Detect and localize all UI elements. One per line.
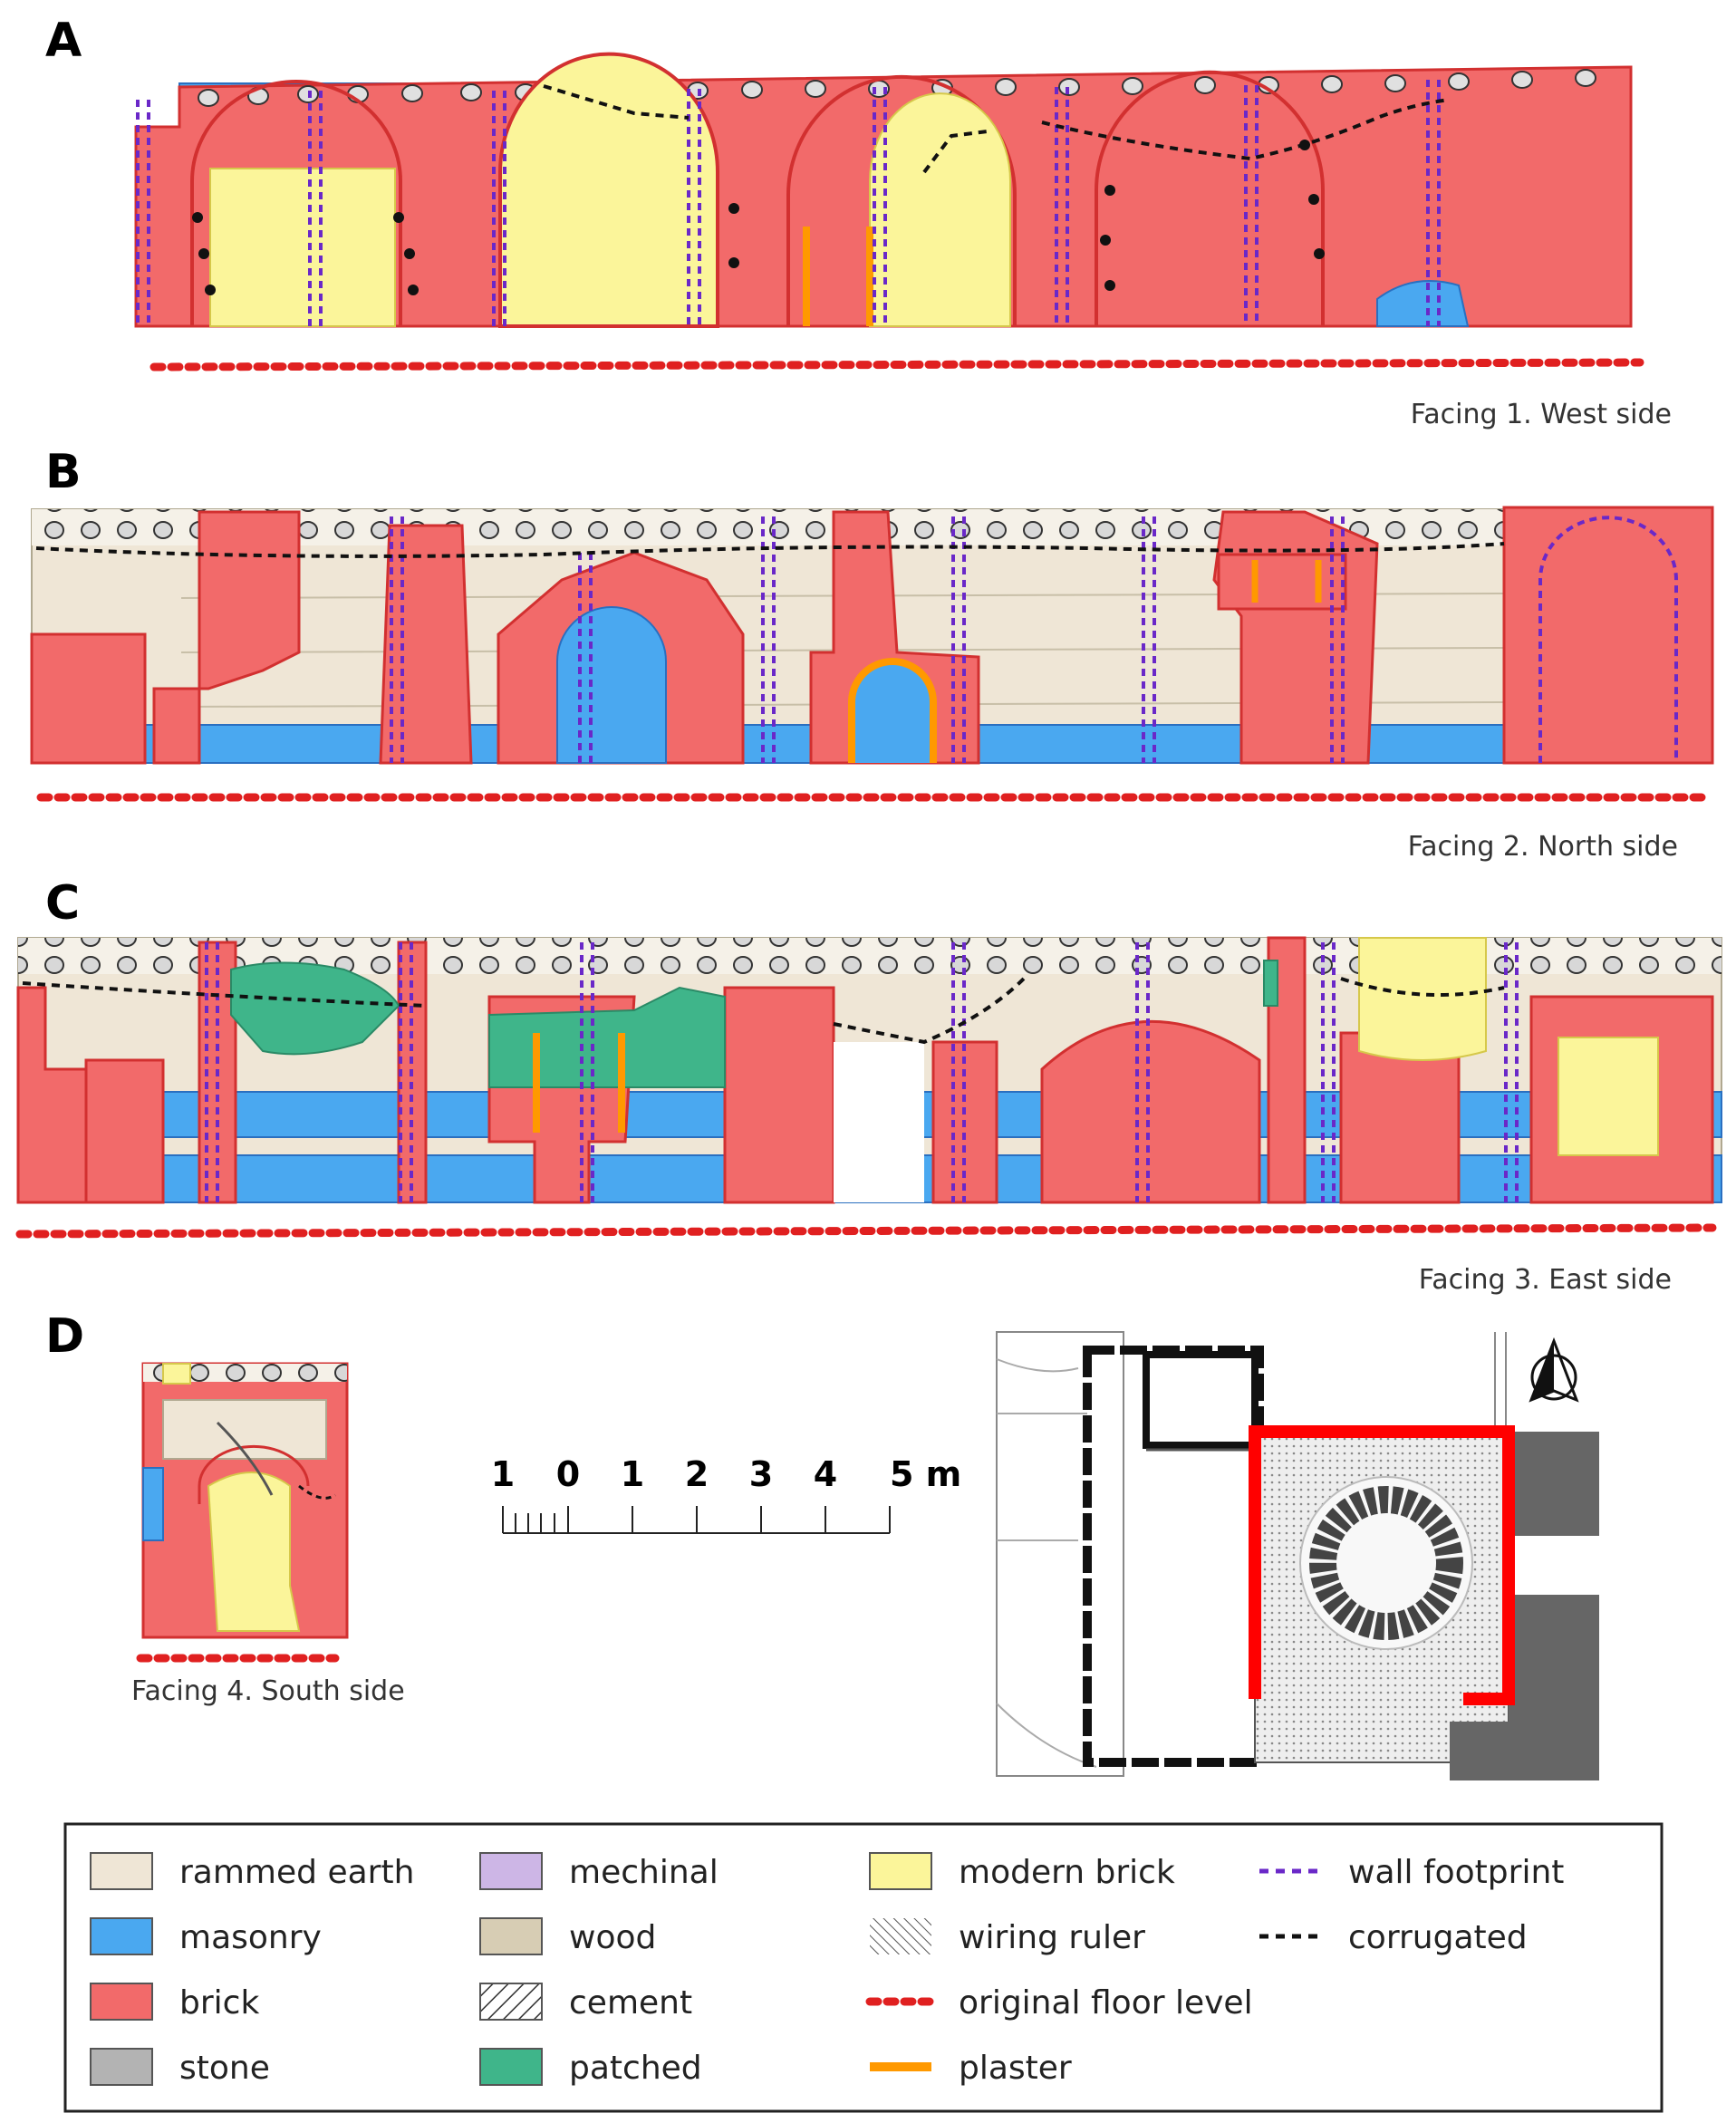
legend-item-cement: cement bbox=[479, 1983, 692, 2022]
legend-item-stone: stone bbox=[90, 2048, 270, 2087]
scale-label-4: 3 bbox=[749, 1454, 773, 1494]
legend-swatch bbox=[90, 2048, 153, 2086]
legend-item-original-floor-level: original floor level bbox=[865, 1984, 1253, 2022]
legend-swatch bbox=[90, 1852, 153, 1890]
scale-bar: 1 0 1 2 3 4 5 m bbox=[491, 1454, 961, 1534]
panel-d: D Facing 4. South side bbox=[45, 1309, 405, 1707]
legend-swatch bbox=[479, 2048, 543, 2086]
legend-label: cement bbox=[569, 1984, 692, 2022]
panel-d-letter: D bbox=[45, 1309, 84, 1364]
legend-item-plaster: plaster bbox=[870, 2050, 1072, 2087]
legend-item-wood: wood bbox=[479, 1917, 656, 1956]
scale-label-5: 4 bbox=[814, 1454, 837, 1494]
legend-item-masonry: masonry bbox=[90, 1917, 322, 1956]
legend-label: stone bbox=[179, 2050, 270, 2087]
legend-item-mechinal: mechinal bbox=[479, 1852, 719, 1891]
legend-swatch bbox=[869, 1852, 932, 1890]
legend-item-patched: patched bbox=[479, 2048, 702, 2087]
legend-item-brick: brick bbox=[90, 1983, 259, 2022]
legend-item-wall-footprint: wall footprint bbox=[1259, 1854, 1564, 1891]
scale-label-3: 2 bbox=[685, 1454, 709, 1494]
panel-a: A bbox=[45, 14, 1672, 430]
scale-label-6: 5 m bbox=[890, 1454, 961, 1494]
legend-swatch bbox=[90, 1983, 153, 2021]
legend-items: rammed earth masonry brick stone mechinal woo… bbox=[90, 1852, 1564, 2087]
legend-item-rammed-earth: rammed earth bbox=[90, 1852, 414, 1891]
legend-swatch bbox=[479, 1852, 543, 1890]
site-plan bbox=[996, 1331, 1599, 1780]
legend-label: plaster bbox=[959, 2050, 1072, 2087]
scale-label-2: 1 bbox=[621, 1454, 644, 1494]
panel-a-caption: Facing 1. West side bbox=[1411, 399, 1672, 430]
scale-label-0: 1 bbox=[491, 1454, 515, 1494]
legend-swatch bbox=[870, 1918, 931, 1954]
panel-c-elevation bbox=[15, 936, 1722, 1239]
legend-label: corrugated bbox=[1348, 1919, 1528, 1956]
legend-swatch bbox=[479, 1917, 543, 1955]
legend: rammed earth masonry brick stone mechinal woo… bbox=[63, 1822, 1664, 2113]
north-arrow-icon bbox=[1529, 1337, 1579, 1403]
panel-b: B bbox=[30, 445, 1714, 863]
legend-item-corrugated: corrugated bbox=[1259, 1919, 1528, 1956]
panel-d-elevation bbox=[136, 1362, 349, 1663]
panel-d-caption: Facing 4. South side bbox=[131, 1675, 405, 1707]
legend-label: rammed earth bbox=[179, 1854, 414, 1891]
legend-item-wiring-ruler: wiring ruler bbox=[870, 1918, 1145, 1956]
legend-label: brick bbox=[179, 1984, 259, 2022]
panel-a-elevation bbox=[134, 52, 1644, 372]
panel-c: C bbox=[15, 876, 1722, 1296]
legend-item-modern-brick: modern brick bbox=[869, 1852, 1175, 1891]
legend-swatch bbox=[479, 1983, 543, 2021]
legend-label: patched bbox=[569, 2050, 702, 2087]
legend-label: wiring ruler bbox=[959, 1919, 1145, 1956]
panel-c-letter: C bbox=[45, 876, 80, 931]
legend-label: masonry bbox=[179, 1919, 322, 1956]
panel-b-letter: B bbox=[45, 445, 82, 499]
panel-a-letter: A bbox=[45, 14, 82, 68]
scale-label-1: 0 bbox=[556, 1454, 580, 1494]
legend-label: modern brick bbox=[959, 1854, 1175, 1891]
panel-c-caption: Facing 3. East side bbox=[1419, 1264, 1672, 1296]
legend-label: original floor level bbox=[959, 1984, 1253, 2022]
legend-label: wood bbox=[569, 1919, 656, 1956]
panel-b-caption: Facing 2. North side bbox=[1408, 831, 1678, 863]
panel-b-elevation bbox=[30, 506, 1714, 802]
legend-label: wall footprint bbox=[1348, 1854, 1564, 1891]
legend-frame bbox=[63, 1822, 1664, 2113]
legend-swatch bbox=[90, 1917, 153, 1955]
legend-label: mechinal bbox=[569, 1854, 719, 1891]
